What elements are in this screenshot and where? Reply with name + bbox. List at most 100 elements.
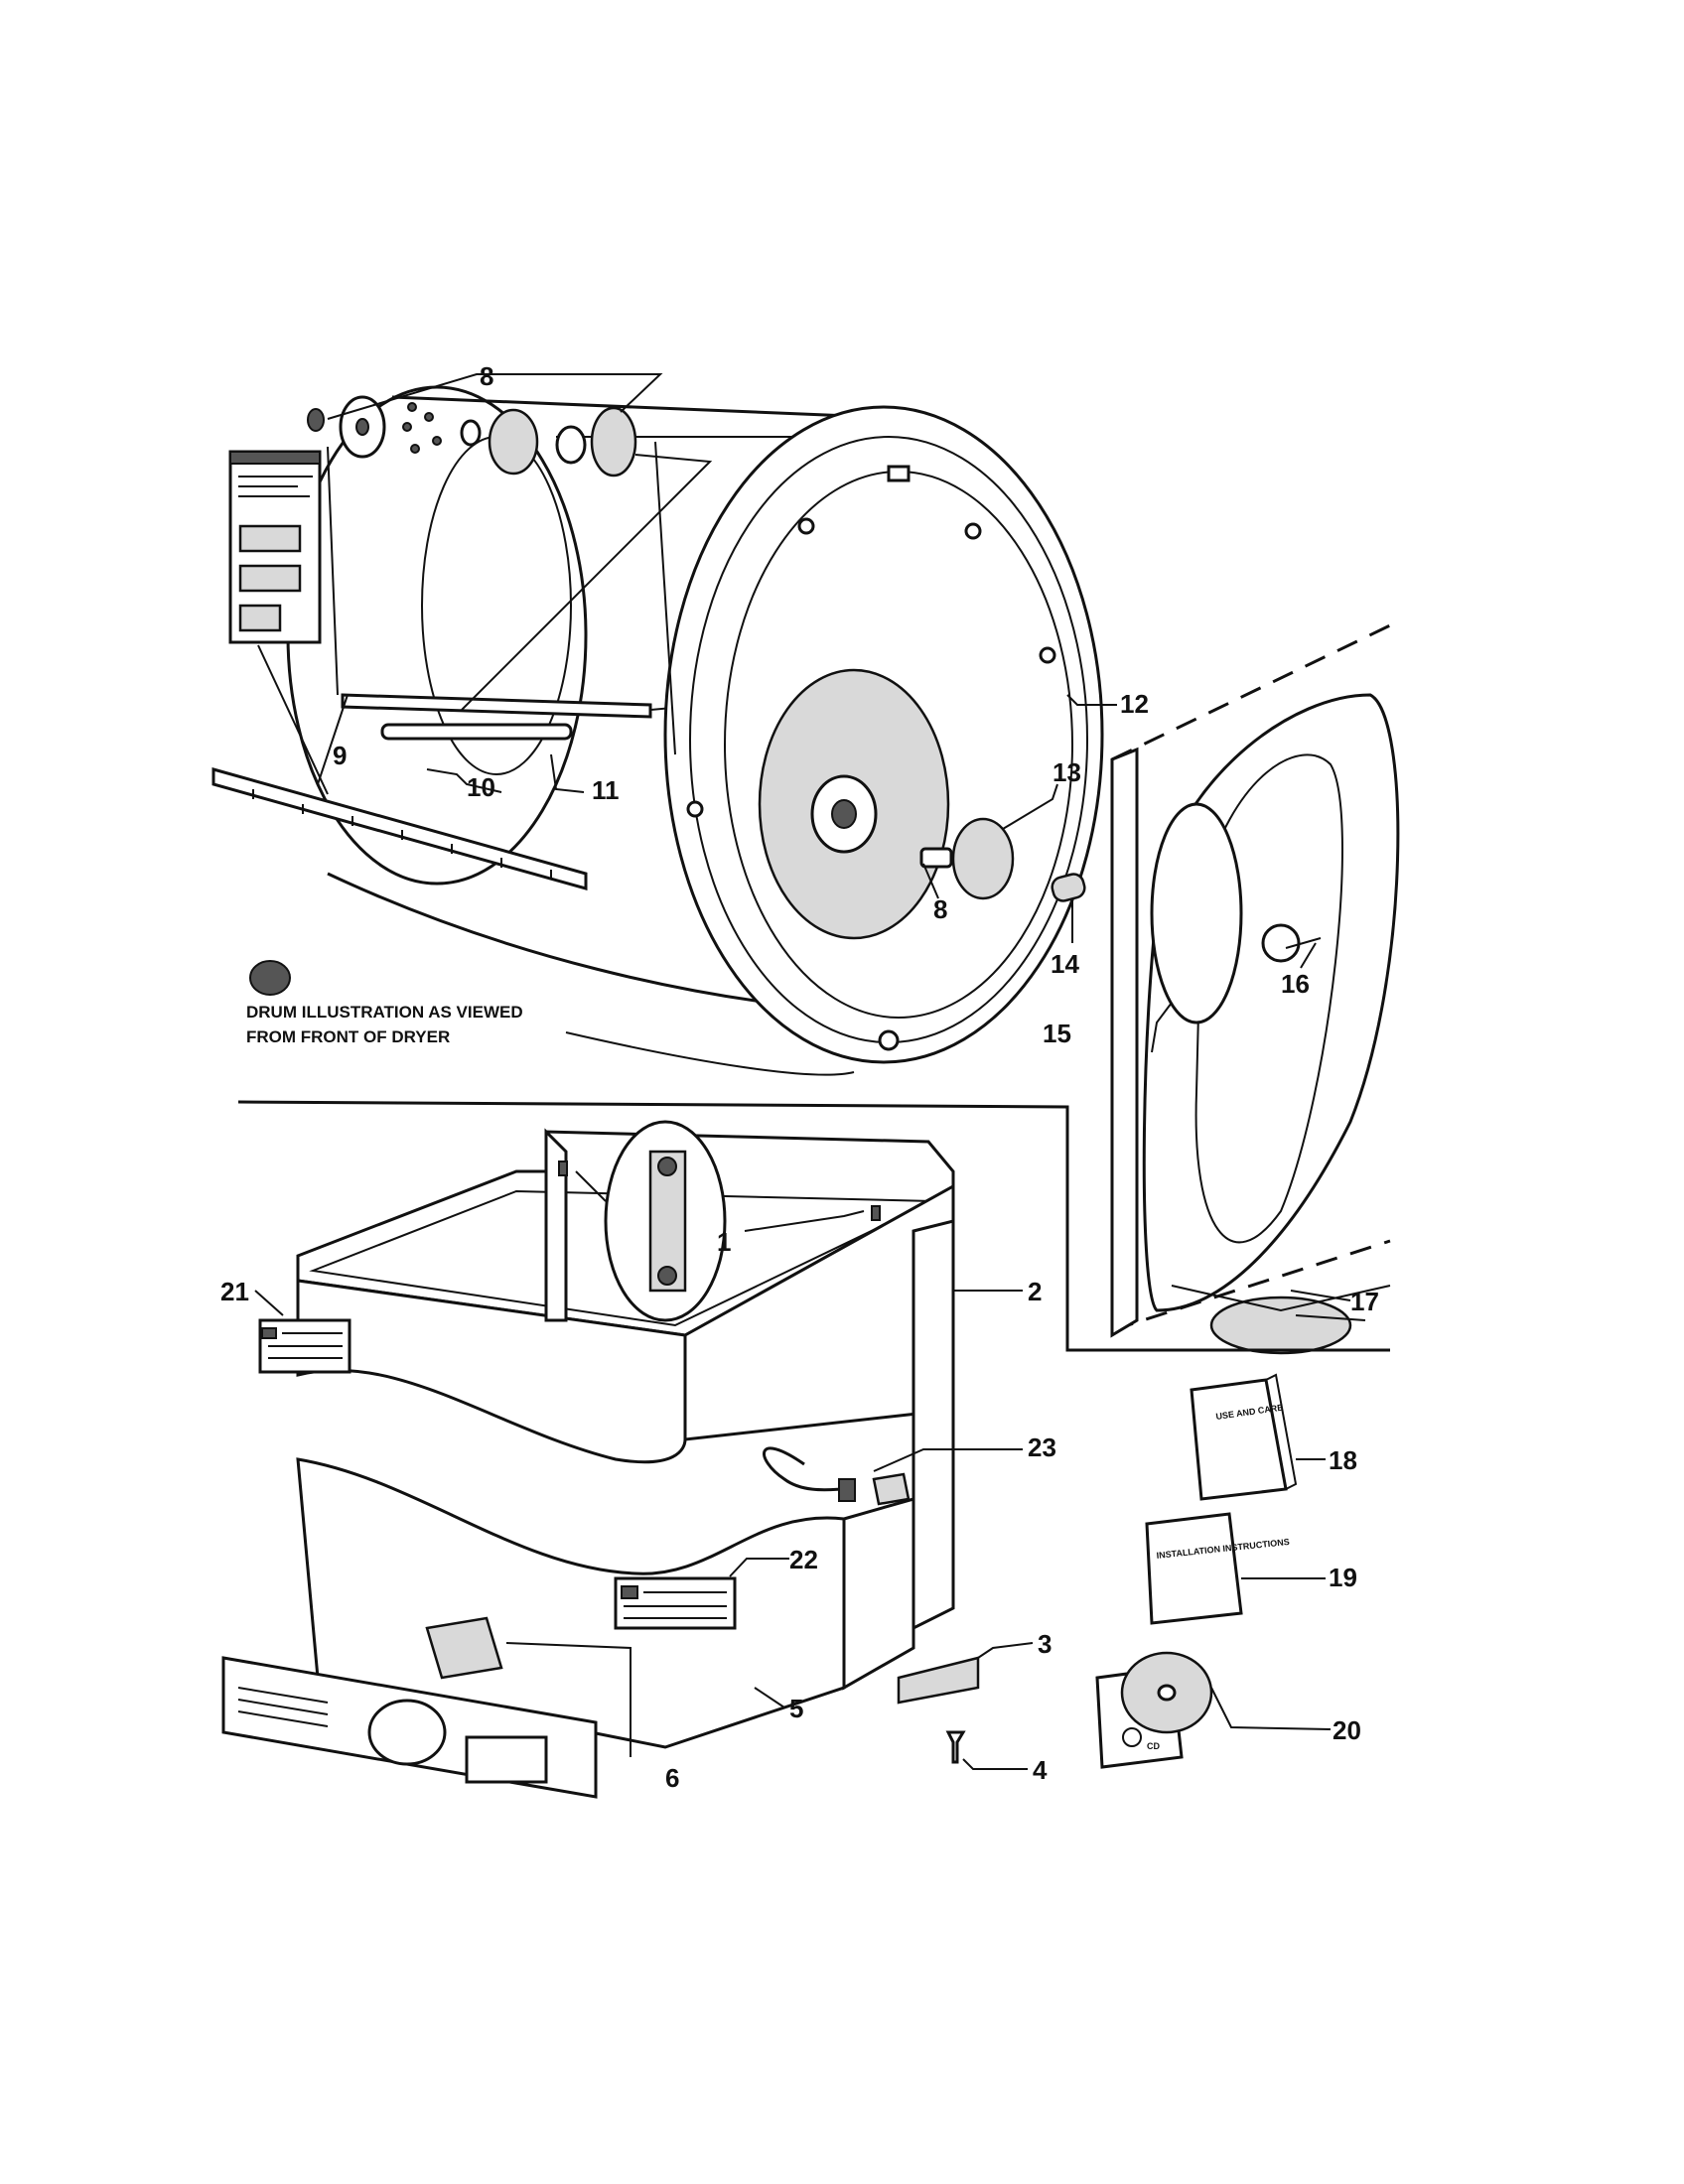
drum-assembly <box>286 385 1104 1064</box>
power-cord-strain-relief <box>872 1472 911 1506</box>
leader-17 <box>1290 1290 1366 1321</box>
lint-duct-gasket <box>425 1616 503 1680</box>
bulkhead-dashed-bottom <box>1111 1239 1391 1332</box>
glide-strip-body <box>211 767 588 890</box>
callout-13: 13 <box>1052 757 1081 787</box>
callout-21: 21 <box>220 1277 249 1306</box>
drum-screw <box>797 517 815 535</box>
drum-hub-center <box>831 799 857 829</box>
view-note-line1: DRUM ILLUSTRATION AS VIEWED <box>246 1003 523 1022</box>
callout-15: 15 <box>1043 1019 1071 1048</box>
front-panel-louvers <box>237 1687 329 1727</box>
bearing-screw <box>402 422 412 432</box>
use-care-cover <box>1190 1378 1288 1501</box>
leader-note <box>565 1031 855 1076</box>
callout-19: 19 <box>1329 1563 1357 1592</box>
bearing-screw <box>407 402 417 412</box>
leader-3 <box>977 1642 1034 1659</box>
power-cord-wire <box>763 1446 845 1492</box>
callout-16: 16 <box>1281 969 1310 999</box>
callout-numbers: 8 9 10 11 12 13 8 14 15 16 17 1 2 21 23 … <box>220 361 1379 1793</box>
leader-10 <box>426 768 502 793</box>
cabinet-clip-inset <box>558 1120 881 1322</box>
screw-body <box>945 1730 966 1764</box>
callout-20: 20 <box>1333 1715 1361 1745</box>
cd-sleeve: CD <box>1095 1651 1332 1769</box>
bearing-plate <box>488 408 539 476</box>
use-care-pages <box>1265 1373 1298 1490</box>
bearing-kit <box>307 373 713 711</box>
drum-top-clip <box>887 465 911 482</box>
bearing-part-center <box>355 418 369 436</box>
leveling-leg-body <box>897 1656 980 1705</box>
drum-screw <box>1039 646 1056 664</box>
callout-8-mid: 8 <box>933 894 947 924</box>
drum-front-lip <box>341 693 652 719</box>
leader-21 <box>254 1290 284 1316</box>
bulkhead-seal-ring <box>1150 802 1243 1024</box>
cabinet <box>221 1128 955 1799</box>
callout-8-top: 8 <box>480 361 493 391</box>
callout-14: 14 <box>1051 949 1079 979</box>
callout-10: 10 <box>467 772 495 802</box>
leader-9 <box>317 694 349 785</box>
bulkhead-dashed-top <box>1111 623 1391 761</box>
shaft-bolt <box>919 847 953 869</box>
drum-glide-slot <box>380 723 573 741</box>
front-panel-vent-port <box>367 1699 447 1766</box>
power-cord-plug <box>838 1478 856 1502</box>
label-21-text-lines <box>268 1332 343 1359</box>
front-panel-window <box>465 1735 548 1784</box>
leader-13 <box>1002 783 1058 830</box>
installation-cover <box>1145 1512 1243 1625</box>
bearing-washer <box>460 419 482 447</box>
callout-11: 11 <box>592 775 620 805</box>
bearing-part <box>307 408 325 432</box>
bulkhead-panel <box>1110 747 1139 1338</box>
label-figure <box>238 564 302 593</box>
leader-8-to-drum <box>461 454 713 711</box>
cabinet-serial-label <box>614 1558 789 1630</box>
label-22-text-lines <box>624 1591 727 1619</box>
label-figure <box>238 604 282 632</box>
leader-1 <box>575 1170 865 1232</box>
callout-6: 6 <box>665 1763 679 1793</box>
label-21-icon <box>261 1327 277 1339</box>
cabinet-warning-label <box>254 1290 351 1374</box>
drum-baffle-left <box>327 446 339 696</box>
callout-3: 3 <box>1038 1629 1052 1659</box>
cabinet-lower-right <box>842 1497 915 1691</box>
leader-16 <box>1300 942 1317 969</box>
leader-6 <box>505 1642 632 1757</box>
cabinet-left-panel-upper <box>296 1279 687 1464</box>
drum-top-edge <box>391 395 875 419</box>
bulkhead-foot <box>1171 1285 1391 1312</box>
callout-1: 1 <box>717 1227 731 1257</box>
callout-2: 2 <box>1028 1277 1042 1306</box>
cabinet-rear-corner <box>544 1128 568 1322</box>
section-divider <box>237 1100 1390 1352</box>
pulley-body <box>951 817 1015 900</box>
bearing-screw <box>432 436 442 446</box>
cabinet-clip <box>648 1150 687 1293</box>
cabinet-corner-post <box>912 1219 955 1631</box>
cabinet-lower-body <box>296 1457 846 1749</box>
power-cord <box>763 1446 1023 1506</box>
callout-17: 17 <box>1350 1287 1379 1316</box>
blower-outlet <box>1209 1296 1352 1355</box>
leader-label <box>257 644 329 795</box>
view-note-line2: FROM FRONT OF DRYER <box>246 1027 450 1046</box>
cd-logo-ring <box>1122 1727 1142 1747</box>
bearing-sleeve <box>555 425 587 465</box>
callout-22: 22 <box>789 1545 818 1574</box>
leader-5 <box>754 1687 785 1708</box>
view-note-eye-icon <box>249 960 291 996</box>
bearing-screw <box>424 412 434 422</box>
clip-ref <box>558 1160 568 1176</box>
drum-screw <box>686 800 704 818</box>
cd-disc-center <box>1157 1684 1177 1702</box>
drum-baffle-right <box>654 441 676 755</box>
leg-screw <box>945 1730 1028 1770</box>
bearing-screw <box>410 444 420 454</box>
blower-bolt <box>1285 937 1322 949</box>
